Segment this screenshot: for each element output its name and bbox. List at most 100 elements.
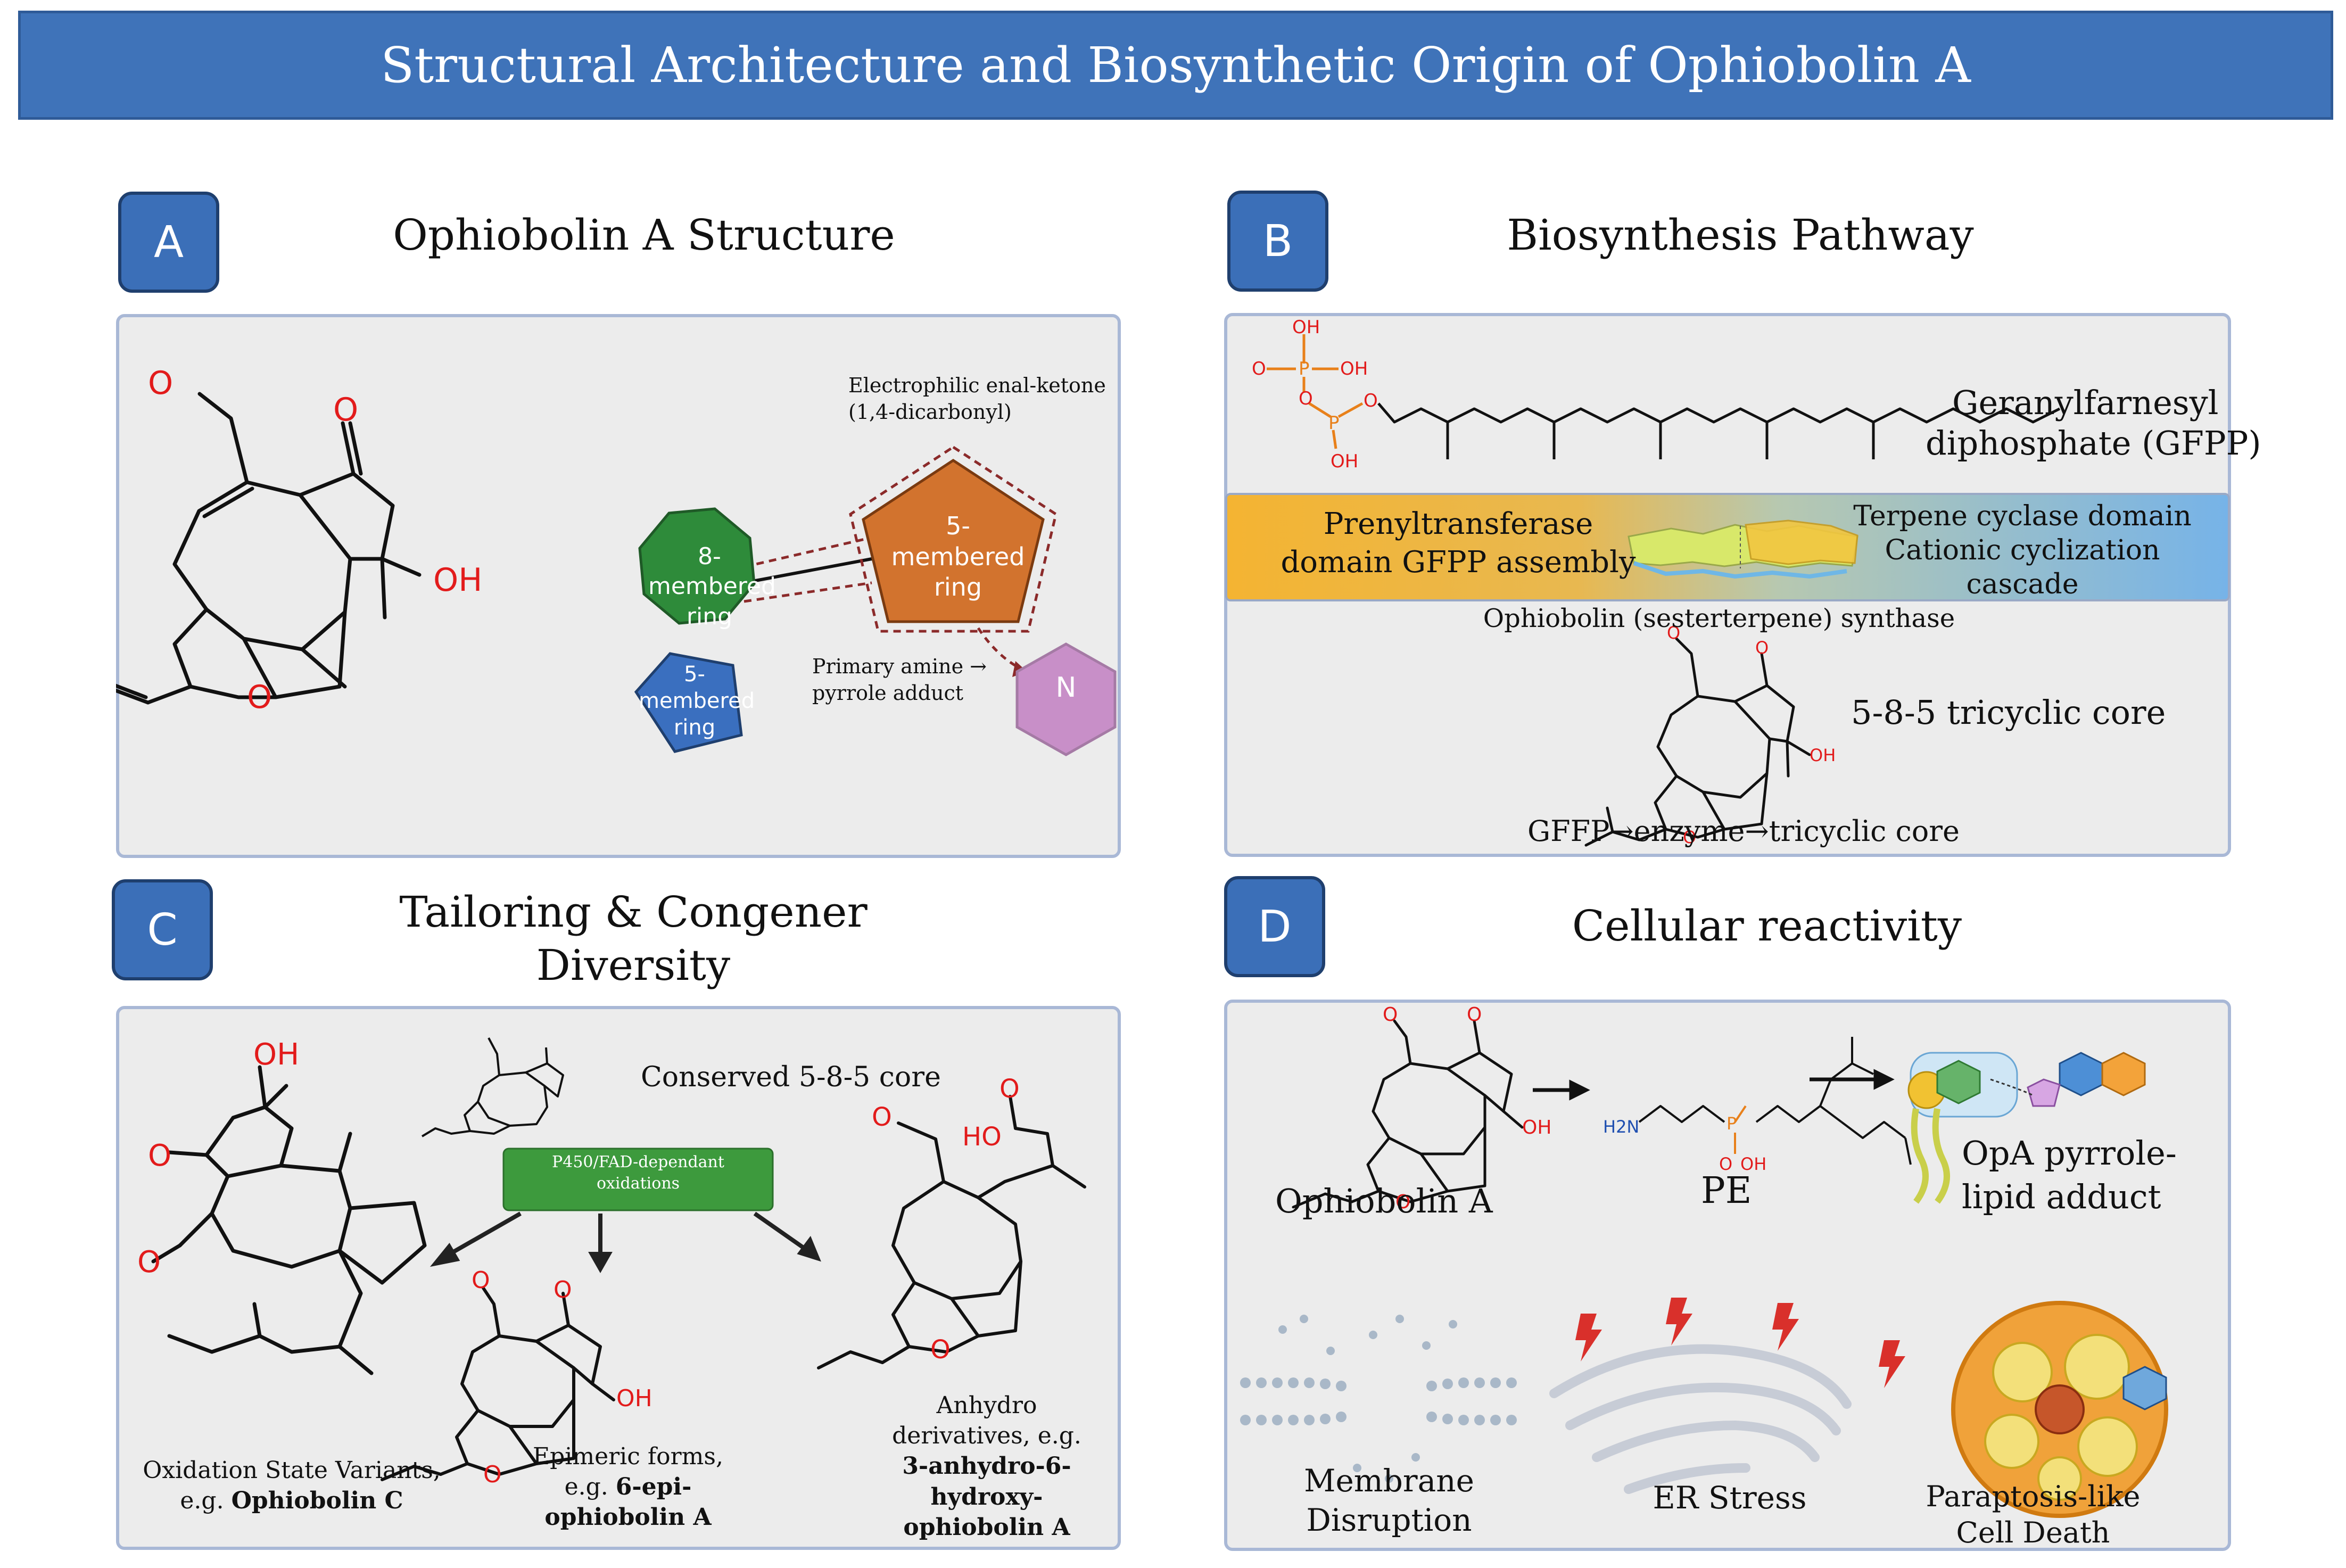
anh-atom-o3: O xyxy=(930,1335,951,1365)
opa-atom-o3: O xyxy=(1395,1191,1410,1213)
variant-2-eg: e.g. xyxy=(564,1473,616,1501)
variant-1-name: Ophiobolin C xyxy=(231,1487,403,1515)
heading-c-2: Diversity xyxy=(536,940,731,990)
death-label-1: Paraptosis-like xyxy=(1926,1480,2141,1513)
title-bar: Structural Architecture and Biosynthetic… xyxy=(18,11,2333,120)
membrane-icon xyxy=(1240,1315,1517,1483)
ophiobolin-a-structure xyxy=(116,392,422,705)
epi-atom-o3: O xyxy=(483,1461,502,1488)
lightning-icons xyxy=(1575,1298,1905,1388)
atom-o1: O xyxy=(1252,358,1266,379)
amine-node-label: N xyxy=(1055,672,1077,704)
opa-label: Ophiobolin A xyxy=(1275,1182,1493,1220)
variant-2-line-c: ophiobolin A xyxy=(506,1502,750,1532)
c-atom-o2: O xyxy=(137,1245,161,1280)
atom-p2: P xyxy=(1328,412,1340,434)
callout-electrophilic-1: Electrophilic enal-ketone xyxy=(848,374,1106,397)
er-label: ER Stress xyxy=(1653,1480,1807,1516)
variant-2-line-b: e.g. 6-epi- xyxy=(506,1472,750,1502)
adduct-label-1: OpA pyrrole- xyxy=(1962,1134,2177,1173)
c-atom-o1: O xyxy=(148,1138,171,1173)
pe-structure xyxy=(1638,1037,1912,1165)
panel-c-figure: OH O O O O OH O O O HO O xyxy=(137,1037,1086,1488)
core-atom-o3: O xyxy=(1683,827,1696,847)
arrow-opa-to-pe xyxy=(1533,1079,1590,1101)
core-atom-oh: OH xyxy=(1810,745,1836,765)
enzyme-label-2: oxidations xyxy=(596,1174,680,1193)
variant-2-caption: Epimeric forms, e.g. 6-epi- ophiobolin A xyxy=(506,1441,750,1533)
anhydro-structure xyxy=(817,1095,1086,1369)
heading-d: Cellular reactivity xyxy=(1572,901,1962,951)
heading-a: Ophiobolin A Structure xyxy=(393,210,895,260)
ring-5-orange-label: 5- membered ring xyxy=(891,511,1025,601)
atom-oh: OH xyxy=(433,562,482,599)
variant-3-line-b: derivatives, e.g. xyxy=(892,1422,1081,1450)
callout-electrophilic-2: (1,4-dicarbonyl) xyxy=(848,400,1012,424)
prenyltransferase-label-1: Prenyltransferase xyxy=(1323,507,1593,541)
atom-o-ring: O xyxy=(247,679,272,716)
callout-amine-1: Primary amine → xyxy=(812,655,987,678)
atom-o1: O xyxy=(148,365,173,402)
er-icon xyxy=(1549,1344,1852,1494)
atom-o2: O xyxy=(1299,388,1313,409)
variant-1-eg: e.g. xyxy=(180,1487,232,1515)
heading-b: Biosynthesis Pathway xyxy=(1507,210,1974,260)
tricyclic-core-structure xyxy=(1584,637,1811,847)
ophiobolin-c-structure xyxy=(151,1065,427,1375)
gfpp-structure xyxy=(1267,334,2061,459)
gfpp-label-1: Geranylfarnesyl xyxy=(1952,383,2219,422)
variant-2-name-a: 6-epi- xyxy=(615,1473,692,1501)
ring-dash-bottom xyxy=(744,581,872,603)
badge-d: D xyxy=(1224,876,1325,977)
panel-b-figure: OH O P OH O P O OH xyxy=(1225,317,2230,847)
epi-atom-o2: O xyxy=(554,1276,572,1303)
opa-atom-o2: O xyxy=(1467,1004,1482,1026)
death-label-2: Cell Death xyxy=(1956,1516,2110,1549)
heading-c-1: Tailoring & Congener xyxy=(399,887,868,937)
variant-1-caption: Oxidation State Variants, e.g. Ophioboli… xyxy=(143,1455,441,1516)
membrane-label-2: Disruption xyxy=(1306,1502,1472,1538)
ring-5-blue-label: 5- membered ring xyxy=(639,662,755,740)
pe-atom-p: P xyxy=(1727,1113,1737,1134)
epi-atom-oh: OH xyxy=(616,1385,652,1412)
ring-5-orange-outline xyxy=(849,445,1058,633)
anh-atom-o1: O xyxy=(872,1102,892,1132)
cyclase-label-2: Cationic cyclization xyxy=(1885,534,2160,566)
anh-atom-o2: O xyxy=(999,1074,1020,1104)
ring-5-orange xyxy=(862,459,1045,623)
adduct-illustration xyxy=(1907,1052,2146,1204)
enzyme-box xyxy=(502,1148,774,1211)
panel-a-figure: O O OH O xyxy=(116,365,1117,756)
membrane-label-1: Membrane xyxy=(1304,1463,1474,1499)
flow-label: GFFP→enzyme→tricyclic core xyxy=(1527,814,1960,848)
epimer-structure xyxy=(381,1286,615,1481)
pe-label: PE xyxy=(1701,1170,1752,1212)
arrow-pe-to-adduct xyxy=(1810,1069,1895,1090)
pe-atom-oh: OH xyxy=(1740,1154,1766,1174)
panel-c xyxy=(116,1006,1121,1550)
atom-o3: O xyxy=(1364,390,1378,411)
badge-b: B xyxy=(1227,191,1328,292)
cyclase-label-1: Terpene cyclase domain xyxy=(1853,500,2192,532)
variant-3-line-c: 3-anhydro-6- xyxy=(864,1451,1109,1481)
pe-atom-o: O xyxy=(1719,1154,1732,1174)
opa-structure xyxy=(1292,1019,1524,1209)
ring-5-blue xyxy=(634,652,743,753)
conserved-label: Conserved 5-8-5 core xyxy=(641,1061,941,1093)
variant-3-name-b: hydroxy- xyxy=(930,1483,1043,1511)
variant-2-name-b: ophiobolin A xyxy=(544,1504,712,1531)
core-atom-o1: O xyxy=(1667,623,1680,643)
atom-oh2: OH xyxy=(1340,358,1368,379)
opa-atom-o1: O xyxy=(1383,1004,1398,1026)
variant-1-line-b: e.g. Ophiobolin C xyxy=(143,1486,441,1516)
variant-3-line-e: ophiobolin A xyxy=(864,1512,1109,1542)
synthase-label: Ophiobolin (sesterterpene) synthase xyxy=(1483,604,1955,633)
variant-3-caption: Anhydro derivatives, e.g. 3-anhydro-6- h… xyxy=(864,1390,1109,1542)
ring-dash-top xyxy=(744,536,872,568)
badge-c: C xyxy=(112,879,213,980)
opa-atom-oh: OH xyxy=(1522,1117,1551,1138)
amine-hexagon xyxy=(1015,642,1117,756)
prenyltransferase-label-2: domain GFPP assembly xyxy=(1281,545,1636,580)
anh-atom-ho: HO xyxy=(962,1122,1002,1152)
c-atom-oh: OH xyxy=(253,1037,299,1072)
